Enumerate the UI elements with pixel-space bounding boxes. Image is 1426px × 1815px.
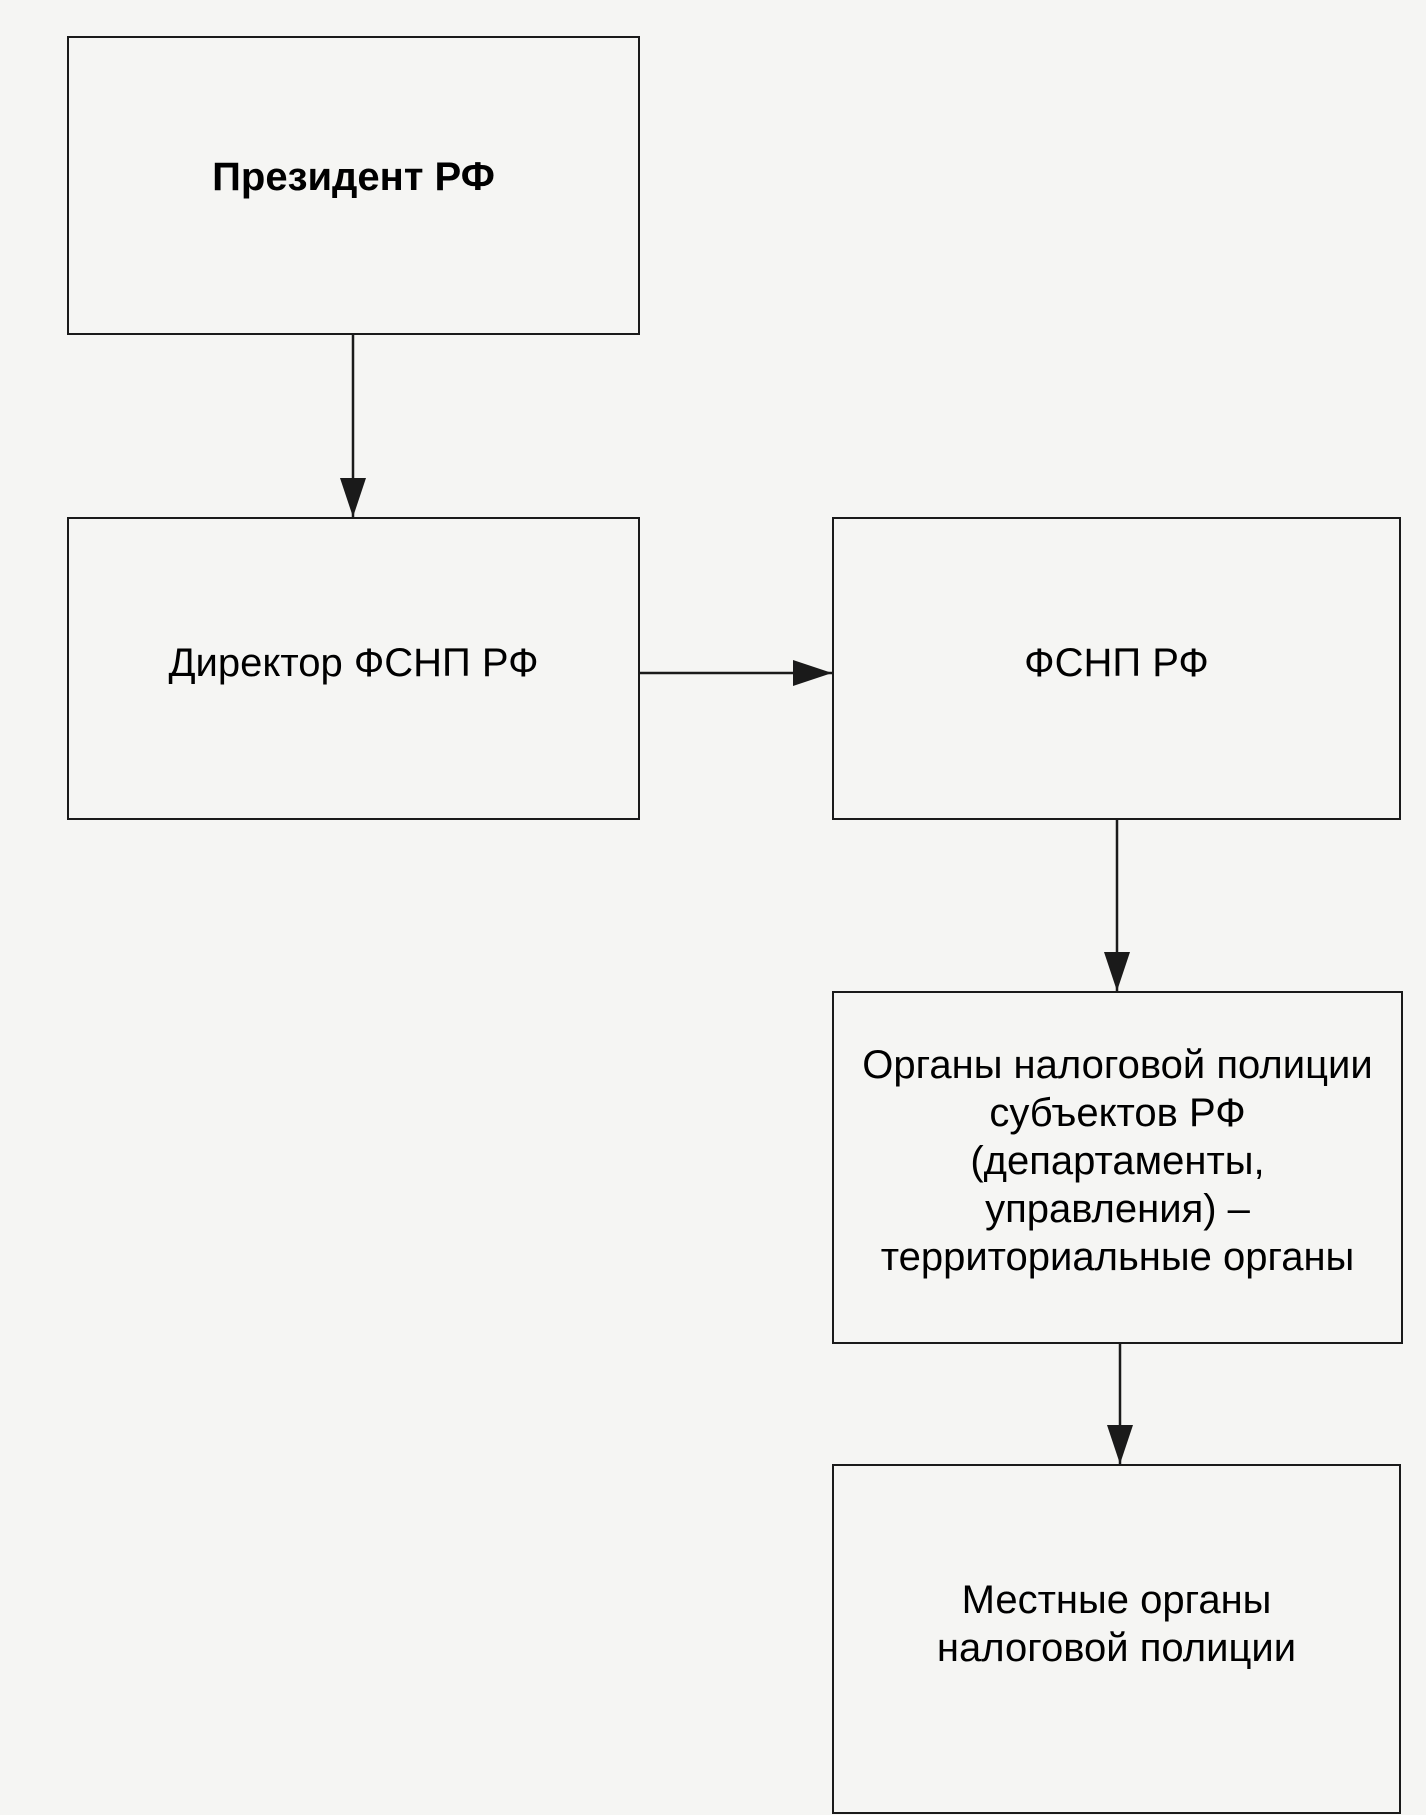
president-label: Президент РФ bbox=[212, 154, 495, 199]
arrowhead-president-to-director bbox=[340, 478, 366, 517]
fsnp-label: ФСНП РФ bbox=[1024, 640, 1209, 685]
director-box: Директор ФСНП РФ bbox=[67, 517, 640, 820]
arrowhead-director-to-fsnp bbox=[793, 660, 832, 686]
fsnp-box: ФСНП РФ bbox=[832, 517, 1401, 820]
president-box: Президент РФ bbox=[67, 36, 640, 335]
regional-bodies-label: Органы налоговой полиции субъектов РФ (д… bbox=[862, 1042, 1373, 1279]
arrowhead-regional-to-local bbox=[1107, 1425, 1133, 1464]
local-bodies-box: Местные органы налоговой полиции bbox=[832, 1464, 1401, 1814]
local-bodies-label: Местные органы налоговой полиции bbox=[936, 1578, 1297, 1670]
arrowhead-fsnp-to-regional bbox=[1104, 952, 1130, 991]
director-label: Директор ФСНП РФ bbox=[168, 640, 539, 685]
regional-bodies-box: Органы налоговой полиции субъектов РФ (д… bbox=[832, 991, 1403, 1344]
